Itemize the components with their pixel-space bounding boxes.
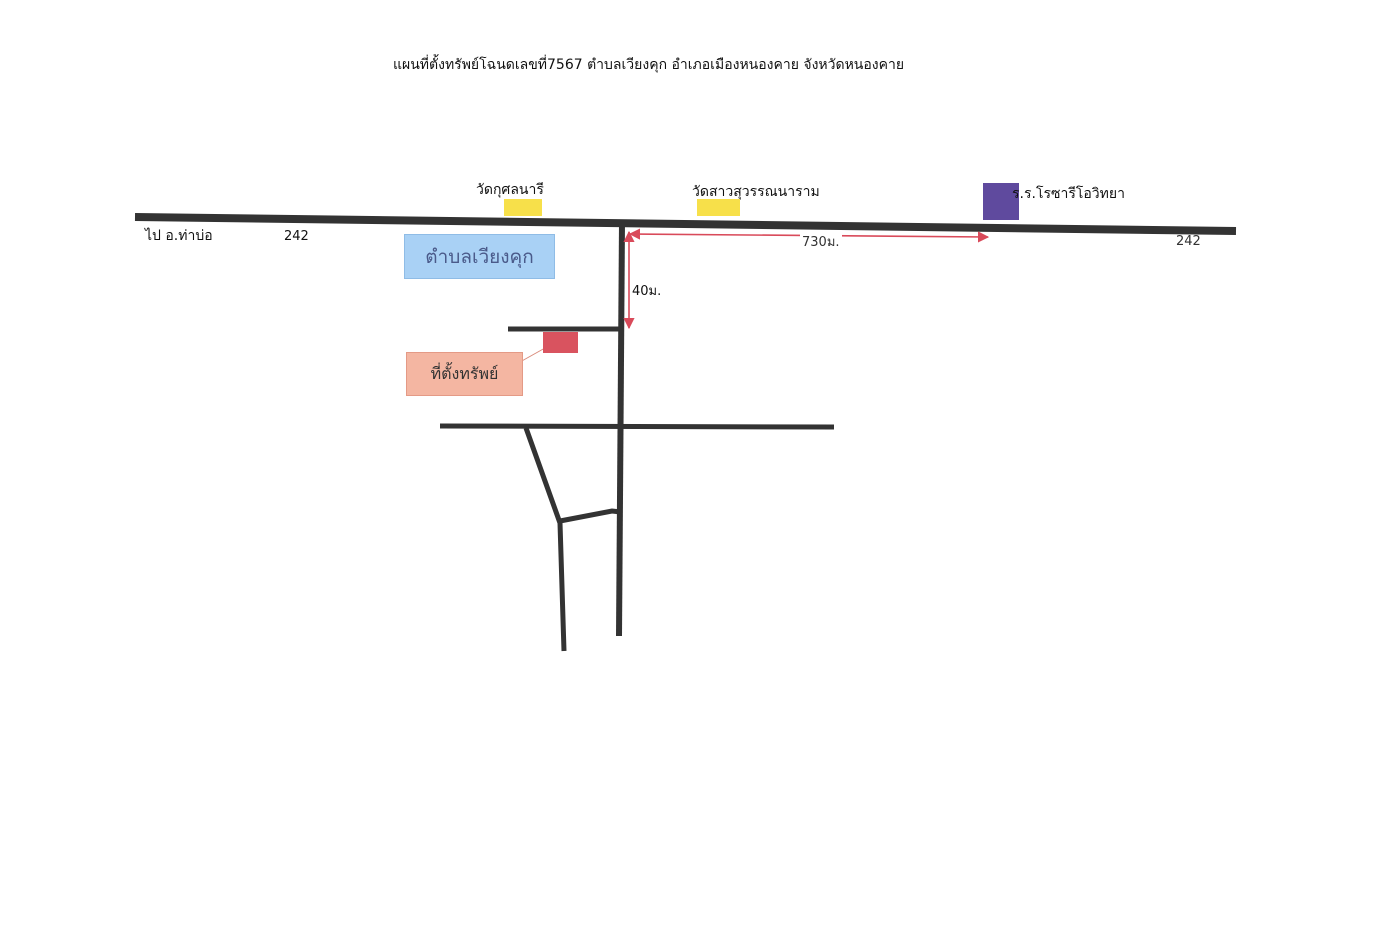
- school-label: ร.ร.โรซารีโอวิทยา: [1012, 186, 1125, 202]
- district-label-box: ตำบลเวียงคุก: [404, 234, 555, 279]
- map-title: แผนที่ตั้งทรัพย์โฉนดเลขที่7567 ตำบลเวียง…: [393, 57, 905, 73]
- temple-1-label: วัดกุศลนารี: [476, 182, 544, 198]
- distance-label-vertical: 40ม.: [632, 284, 662, 299]
- property-leader-line: [519, 347, 546, 363]
- direction-label-tha-bo: ไป อ.ท่าบ่อ: [145, 228, 213, 244]
- soi-road-main: [616, 221, 625, 637]
- district-label-text: ตำบลเวียงคุก: [425, 245, 534, 268]
- school-marker: [983, 183, 1019, 220]
- property-label-text: ที่ตั้งทรัพย์: [430, 363, 499, 383]
- cross-road: [439, 423, 835, 430]
- property-marker: [543, 332, 578, 353]
- route-number-left: 242: [284, 229, 309, 244]
- side-road: [523, 427, 567, 652]
- temple-1-marker: [504, 199, 542, 216]
- distance-label-horizontal: 730ม.: [800, 231, 842, 252]
- connector-road: [559, 508, 622, 524]
- temple-2-marker: [697, 199, 740, 216]
- temple-2-label: วัดสาวสุวรรณนาราม: [692, 184, 820, 200]
- route-number-right: 242: [1176, 234, 1201, 249]
- main-road-242: [134, 213, 1237, 235]
- property-label-box: ที่ตั้งทรัพย์: [406, 352, 523, 396]
